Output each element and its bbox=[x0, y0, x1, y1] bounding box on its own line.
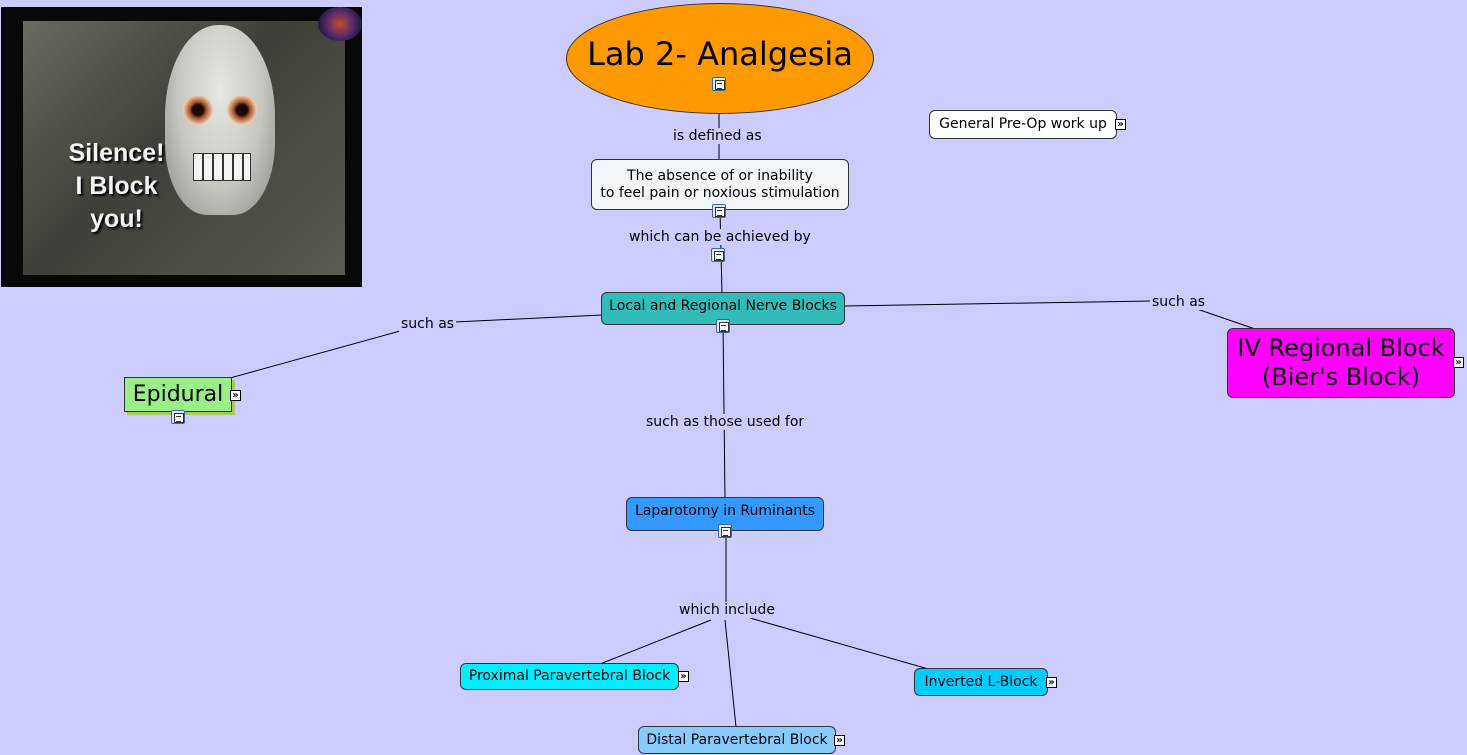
definition-line2: to feel pain or noxious stimulation bbox=[600, 184, 840, 201]
preop-node[interactable]: General Pre-Op work up bbox=[929, 110, 1117, 139]
puppet-skull bbox=[165, 25, 275, 215]
definition-line1: The absence of or inability bbox=[627, 167, 813, 184]
preop-expand-icon[interactable] bbox=[1115, 119, 1126, 130]
photo-caption-line1: Silence! bbox=[68, 139, 165, 167]
distal-label: Distal Paravertebral Block bbox=[646, 731, 828, 748]
distal-node[interactable]: Distal Paravertebral Block bbox=[638, 726, 836, 754]
puppet-right-eye bbox=[227, 95, 257, 125]
iv-block-node[interactable]: IV Regional Block (Bier's Block) bbox=[1227, 328, 1455, 398]
link-include: which include bbox=[677, 602, 777, 618]
nerve-blocks-doc-icon[interactable] bbox=[716, 319, 730, 333]
iv-block-expand-icon[interactable] bbox=[1453, 357, 1464, 368]
puppet-left-eye bbox=[183, 95, 213, 125]
logo-icon bbox=[318, 7, 362, 41]
link-achieved-by: which can be achieved by bbox=[627, 229, 813, 245]
preop-label: General Pre-Op work up bbox=[939, 116, 1107, 132]
iv-block-line1: IV Regional Block bbox=[1237, 334, 1445, 362]
inverted-l-node[interactable]: Inverted L-Block bbox=[914, 668, 1048, 696]
title-node[interactable]: Lab 2- Analgesia bbox=[566, 3, 874, 114]
photo-scene: Silence! I Block you! bbox=[23, 21, 345, 275]
link-used-for: such as those used for bbox=[644, 414, 807, 430]
laparotomy-doc-icon[interactable] bbox=[718, 524, 732, 538]
inverted-l-label: Inverted L-Block bbox=[924, 673, 1038, 690]
proximal-label: Proximal Paravertebral Block bbox=[468, 668, 671, 684]
laparotomy-label: Laparotomy in Ruminants bbox=[634, 502, 816, 519]
proximal-node[interactable]: Proximal Paravertebral Block bbox=[460, 663, 679, 690]
puppet-teeth bbox=[193, 153, 251, 181]
definition-doc-icon[interactable] bbox=[712, 204, 726, 218]
title-label: Lab 2- Analgesia bbox=[587, 34, 853, 73]
epidural-doc-icon[interactable] bbox=[171, 410, 185, 424]
link-such-as-right: such as bbox=[1150, 294, 1208, 310]
title-doc-icon[interactable] bbox=[712, 77, 726, 91]
epidural-expand-icon[interactable] bbox=[230, 390, 241, 401]
epidural-node[interactable]: Epidural bbox=[124, 377, 232, 412]
distal-expand-icon[interactable] bbox=[834, 735, 845, 746]
iv-block-line2: (Bier's Block) bbox=[1261, 363, 1421, 391]
photo-caption: Silence! I Block you! bbox=[49, 137, 184, 236]
proximal-expand-icon[interactable] bbox=[678, 671, 689, 682]
achieved-by-doc-icon[interactable] bbox=[711, 248, 725, 262]
inverted-l-expand-icon[interactable] bbox=[1046, 677, 1057, 688]
link-defined-as: is defined as bbox=[671, 128, 764, 144]
achmed-photo: Silence! I Block you! bbox=[1, 7, 362, 287]
epidural-label: Epidural bbox=[132, 382, 224, 407]
nerve-blocks-label: Local and Regional Nerve Blocks bbox=[609, 297, 837, 314]
definition-node[interactable]: The absence of or inability to feel pain… bbox=[591, 159, 849, 210]
link-such-as-left: such as bbox=[399, 316, 457, 332]
photo-caption-line2: I Block you! bbox=[75, 172, 158, 233]
